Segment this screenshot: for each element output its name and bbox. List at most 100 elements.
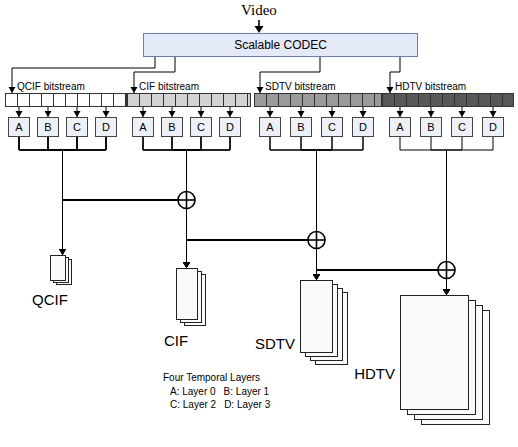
arrow-head — [443, 289, 450, 295]
adder-circle — [438, 262, 455, 279]
node-label: D — [359, 121, 367, 133]
temporal-layer-box: A — [389, 117, 411, 137]
node-label: B — [297, 121, 304, 133]
temporal-layer-box: D — [95, 117, 117, 137]
temporal-layer-box: C — [190, 117, 212, 137]
adder-plus — [186, 192, 188, 209]
bitstream-label: SDTV bitstream — [265, 81, 336, 92]
connector — [317, 137, 451, 295]
connector — [459, 107, 466, 117]
legend-note: A: Layer 0 — [170, 386, 216, 397]
connector — [45, 107, 52, 117]
output-label: QCIF — [32, 291, 68, 308]
temporal-layer-box: C — [66, 117, 88, 137]
connector — [74, 107, 81, 117]
bitstream-label: QCIF bitstream — [17, 81, 85, 92]
connector-line — [63, 137, 447, 295]
temporal-layer-box: D — [352, 117, 374, 137]
connector-line — [63, 137, 317, 280]
arrow-head — [443, 289, 450, 295]
input-label: Video — [241, 2, 277, 19]
node-label: A — [15, 121, 22, 133]
temporal-layer-box: B — [37, 117, 59, 137]
adder-symbol — [308, 232, 325, 249]
bitstream-bar: QCIF bitstream — [5, 93, 127, 107]
temporal-layer-box: D — [219, 117, 241, 137]
connector-line — [19, 137, 187, 268]
connector — [313, 137, 363, 280]
video-output: SDTV — [300, 280, 348, 365]
frame-stack — [50, 255, 72, 285]
node-label: B — [44, 121, 51, 133]
node-label: C — [328, 121, 336, 133]
output-label: SDTV — [255, 335, 295, 352]
connector-line — [48, 137, 63, 255]
connector-line — [317, 137, 333, 280]
arrow-head — [183, 262, 190, 268]
arrow-head — [443, 289, 450, 295]
node-label: C — [73, 121, 81, 133]
connector-line — [48, 137, 187, 268]
connector — [198, 107, 205, 117]
connector-line — [172, 137, 447, 295]
connector — [270, 137, 320, 280]
connector — [59, 137, 77, 255]
connector — [48, 137, 450, 295]
connector-line — [317, 137, 447, 295]
arrow-head — [255, 26, 264, 33]
arrow-head — [313, 274, 320, 280]
connector — [103, 107, 110, 117]
legend-note: C: Layer 2 — [170, 399, 216, 410]
connector — [301, 137, 320, 280]
bitstream-bar: HDTV bitstream — [382, 93, 514, 107]
connector — [19, 137, 66, 255]
connector-line — [63, 137, 78, 255]
arrow-head — [443, 289, 450, 295]
connector — [19, 137, 190, 268]
connector-line — [187, 137, 317, 280]
arrow-head — [443, 289, 450, 295]
connector-line — [301, 137, 317, 280]
connector-line — [19, 137, 447, 295]
arrow-head — [59, 249, 66, 255]
connector — [360, 107, 367, 117]
connector — [63, 137, 321, 280]
connector — [428, 107, 435, 117]
connector-line — [270, 137, 447, 295]
connector-line — [317, 137, 364, 280]
frame-stack — [400, 295, 490, 425]
arrow-head — [313, 274, 320, 280]
connector-line — [187, 137, 447, 295]
arrow-head — [313, 274, 320, 280]
legend-note: B: Layer 1 — [224, 386, 270, 397]
temporal-layer-box: A — [8, 117, 30, 137]
connector — [317, 137, 451, 295]
connector — [187, 137, 451, 295]
connector-line — [19, 137, 317, 280]
node-label: D — [226, 121, 234, 133]
connector — [59, 137, 106, 255]
node-label: A — [396, 121, 403, 133]
node-label: C — [197, 121, 205, 133]
codec-box: Scalable CODEC — [143, 33, 418, 57]
arrow-head — [443, 289, 450, 295]
temporal-layer-box: B — [161, 117, 183, 137]
arrow-head — [443, 289, 450, 295]
arrow-head — [443, 289, 450, 295]
connector-line — [48, 137, 447, 295]
arrow-head — [443, 289, 450, 295]
arrow-head — [313, 274, 320, 280]
connector — [169, 107, 176, 117]
video-output: CIF — [176, 268, 206, 326]
bitstream-bar: SDTV bitstream — [254, 93, 382, 107]
connector — [397, 107, 404, 117]
connector — [329, 107, 336, 117]
video-output: HDTV — [400, 295, 490, 425]
connector — [48, 137, 190, 268]
node-label: B — [168, 121, 175, 133]
video-input-arrow — [255, 20, 264, 33]
connector — [48, 137, 320, 280]
connector — [63, 137, 321, 280]
adder-plus — [316, 232, 318, 249]
